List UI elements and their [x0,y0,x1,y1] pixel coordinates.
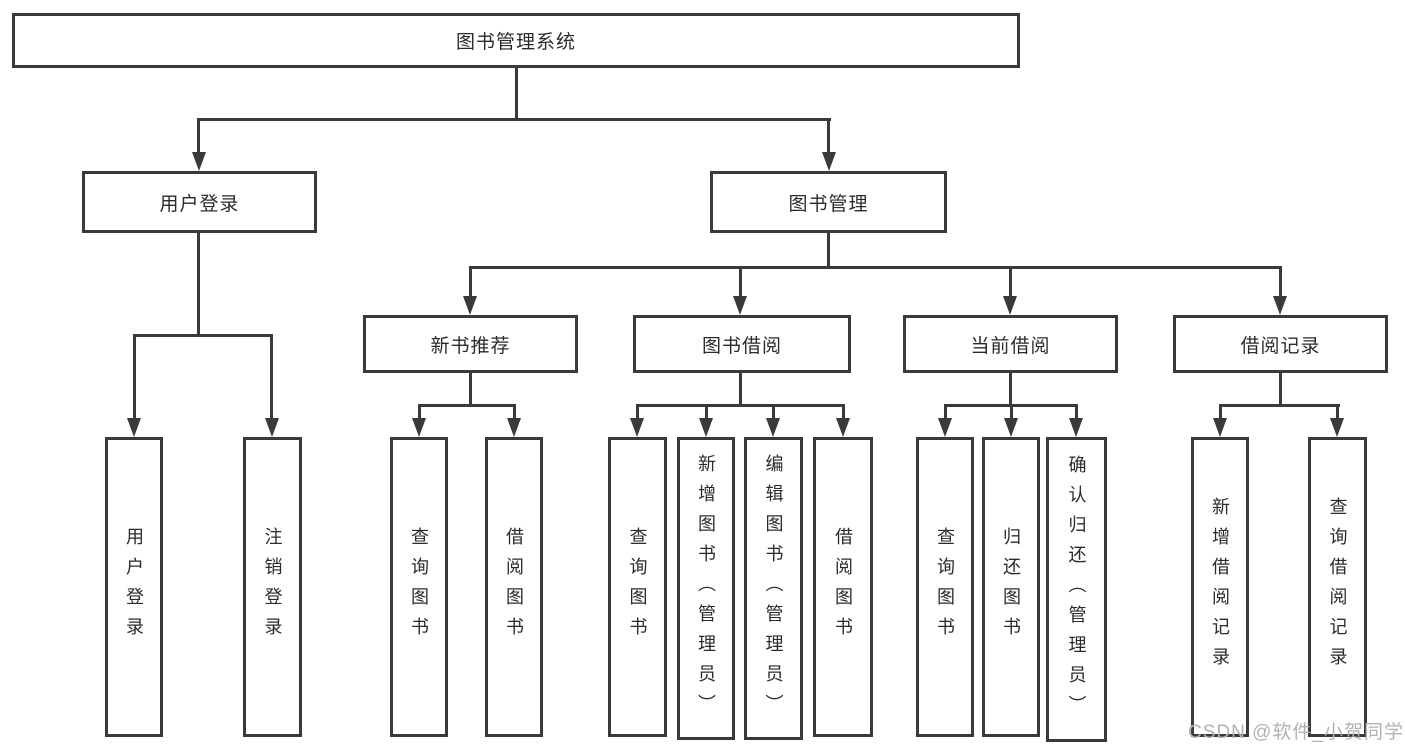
connector-records-rail [1219,404,1340,407]
node-borrowing-records: 借阅记录 [1173,315,1388,373]
arrowhead-borrow-borrow [836,418,850,437]
connector-drop-borrowing-records [1279,268,1282,298]
connector-drop-recommend-borrow [513,406,516,421]
node-book-management: 图书管理 [710,171,947,233]
connector-drop-borrow-edit [772,406,775,421]
node-borrow-edit-books: 编辑图书（管理员） [744,437,803,740]
connector-book-management-stem [827,233,830,268]
connector-current-rail [944,404,1078,407]
connector-recommend-rail [418,404,516,407]
arrowhead-book-management [822,152,836,171]
connector-root-stem [515,68,518,120]
connector-drop-leaf-logout [270,336,273,422]
connector-drop-user-login [197,120,200,156]
connector-drop-current-confirm [1075,406,1078,421]
arrowhead-recommend-query [412,418,426,437]
connector-drop-new-book-recommend [469,268,472,298]
connector-drop-leaf-user-login [133,336,136,422]
connector-borrowing-rail [636,404,845,407]
node-borrow-borrow-books: 借阅图书 [813,437,873,737]
arrowhead-records-query [1330,418,1344,437]
connector-drop-records-query [1336,406,1339,421]
arrowhead-borrow-add [699,418,713,437]
connector-drop-recommend-query [418,406,421,421]
node-recommend-borrow-books: 借阅图书 [485,437,543,737]
arrowhead-current-confirm [1069,418,1083,437]
arrowhead-borrow-query [630,418,644,437]
arrowhead-borrow-edit [766,418,780,437]
node-root: 图书管理系统 [12,13,1020,68]
node-borrow-add-books: 新增图书（管理员） [677,437,735,740]
node-borrow-query-books: 查询图书 [608,437,667,737]
connector-user-login-rail [133,334,273,337]
node-new-book-recommend: 新书推荐 [363,315,578,373]
node-current-confirm-return: 确认归还（管理员） [1046,437,1107,742]
node-current-return-books: 归还图书 [982,437,1040,737]
arrowhead-borrowing-records [1273,296,1287,315]
arrowhead-leaf-user-login [127,418,141,437]
arrowhead-records-add [1213,418,1227,437]
arrowhead-user-login [192,152,206,171]
connector-drop-current-borrowing [1009,268,1012,298]
arrowhead-recommend-borrow [507,418,521,437]
connector-current-borrowing-stem [1009,373,1012,406]
node-leaf-logout: 注销登录 [243,437,302,737]
node-records-add-record: 新增借阅记录 [1191,437,1249,737]
arrowhead-book-borrowing [733,296,747,315]
connector-new-book-recommend-stem [469,373,472,406]
arrowhead-current-query [938,418,952,437]
node-records-query-record: 查询借阅记录 [1308,437,1367,737]
connector-drop-borrow-borrow [842,406,845,421]
connector-level3-rail [469,266,1282,269]
connector-drop-current-query [944,406,947,421]
arrowhead-leaf-logout [265,418,279,437]
node-leaf-user-login: 用户登录 [105,437,163,737]
node-book-borrowing: 图书借阅 [633,315,851,373]
connector-drop-book-borrowing [739,268,742,298]
connector-drop-records-add [1219,406,1222,421]
arrowhead-current-return [1004,418,1018,437]
node-current-query-books: 查询图书 [916,437,974,737]
connector-level2-rail [197,118,831,121]
connector-book-borrowing-stem [739,373,742,406]
connector-user-login-stem [197,233,200,336]
arrowhead-new-book-recommend [463,296,477,315]
connector-borrowing-records-stem [1279,373,1282,406]
node-recommend-query-books: 查询图书 [390,437,448,737]
node-current-borrowing: 当前借阅 [903,315,1118,373]
connector-drop-borrow-query [636,406,639,421]
connector-drop-book-management [827,120,830,156]
node-user-login: 用户登录 [82,171,317,233]
arrowhead-current-borrowing [1003,296,1017,315]
csdn-watermark: CSDN @软件_小贺同学 [1188,722,1404,743]
connector-drop-current-return [1010,406,1013,421]
connector-drop-borrow-add [705,406,708,421]
